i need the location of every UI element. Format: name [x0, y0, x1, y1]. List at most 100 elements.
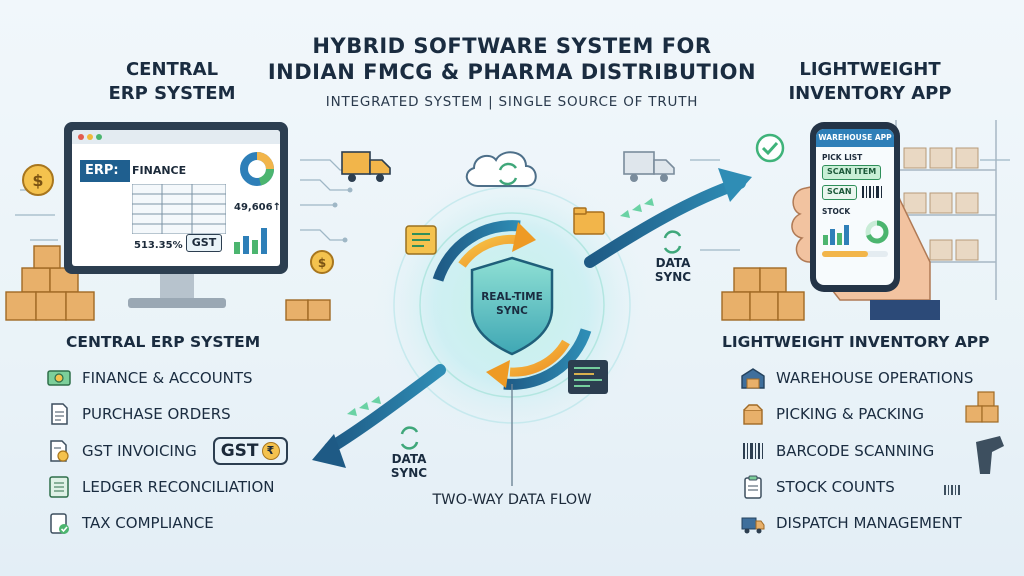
data-sync-label-right: DATA SYNC: [648, 256, 698, 284]
shield-icon: [470, 256, 554, 356]
feature-label: TAX COMPLIANCE: [82, 514, 214, 532]
shield-text-line1: REAL-TIME: [481, 291, 543, 303]
feature-dispatch-management: DISPATCH MANAGEMENT: [740, 509, 962, 537]
main-title-line2: INDIAN FMCG & PHARMA DISTRIBUTION: [267, 60, 757, 84]
window-dot-red: [78, 134, 84, 140]
data-sync-right-line2: SYNC: [654, 270, 692, 284]
arrow-to-app: [584, 177, 746, 268]
shelf-boxes: [903, 147, 979, 261]
left-header-line2: ERP SYSTEM: [108, 83, 236, 104]
feature-label: GST INVOICING: [82, 442, 197, 460]
code-card-icon: [568, 360, 608, 394]
truck-icon-right: [623, 151, 675, 182]
feature-label: FINANCE & ACCOUNTS: [82, 369, 253, 387]
feature-label: PURCHASE ORDERS: [82, 405, 231, 423]
cycle-arrow-bottom-orange: [509, 339, 570, 377]
screen-gst-badge: GST: [186, 234, 222, 252]
gst-badge: GST ₹: [212, 437, 288, 465]
barcode-small-icon: [944, 485, 960, 495]
warehouse-icon: [741, 368, 765, 389]
coin-icon-small: $: [310, 250, 334, 274]
feature-finance-accounts: FINANCE & ACCOUNTS: [46, 364, 253, 392]
truck-icon: [341, 151, 391, 182]
donut-chart-icon: [240, 152, 274, 186]
data-sync-label-left: DATA SYNC: [384, 452, 434, 480]
money-icon: [47, 370, 71, 386]
data-sync-left-line2: SYNC: [390, 466, 428, 480]
scan-button[interactable]: SCAN: [822, 185, 857, 200]
arrow-to-app-head: [718, 168, 752, 202]
feature-label: PICKING & PACKING: [776, 405, 924, 423]
erp-monitor: ERP: FINANCE 49,606↑ 513.35% GST: [64, 122, 288, 274]
left-list-title: CENTRAL ERP SYSTEM: [66, 333, 261, 351]
feature-warehouse-operations: WAREHOUSE OPERATIONS: [740, 364, 973, 392]
phone-screen: WAREHOUSE APP PICK LIST SCAN ITEM SCAN S…: [816, 129, 894, 285]
feature-picking-packing: PICKING & PACKING: [740, 400, 924, 428]
left-header-line1: CENTRAL: [125, 59, 219, 80]
window-dot-yellow: [87, 134, 93, 140]
clipboard-icon: [744, 475, 762, 499]
left-header: CENTRAL ERP SYSTEM: [92, 58, 252, 106]
finance-label: FINANCE: [132, 164, 187, 177]
inventory-phone: WAREHOUSE APP PICK LIST SCAN ITEM SCAN S…: [810, 122, 900, 292]
main-title-line1: HYBRID SOFTWARE SYSTEM FOR: [312, 34, 712, 58]
stock-progress-track: [822, 251, 888, 257]
two-way-flow-label: TWO-WAY DATA FLOW: [432, 492, 592, 508]
barcode-scanner-icon: [976, 436, 1004, 474]
stock-label: STOCK: [822, 207, 851, 216]
right-header: LIGHTWEIGHT INVENTORY APP: [780, 58, 960, 106]
erp-tag: ERP:: [80, 160, 130, 182]
chevrons-upper: [620, 198, 654, 218]
feature-gst-invoicing: GST INVOICING GST ₹: [46, 437, 288, 465]
sync-icon-right: [663, 230, 682, 254]
rupee-coin-icon: ₹: [261, 442, 280, 460]
cycle-arrow-top-orange: [458, 234, 521, 268]
chevrons-lower: [347, 396, 381, 416]
document-icon: [51, 403, 68, 425]
folder-icon: [573, 207, 605, 235]
right-list-title: LIGHTWEIGHT INVENTORY APP: [722, 333, 990, 351]
coin-icon: $: [22, 164, 54, 196]
boxes-icon-right: [721, 267, 805, 321]
boxes-icon-bottom-right: [965, 391, 999, 423]
boxes-icon-center-left: [285, 299, 331, 321]
feature-label: STOCK COUNTS: [776, 478, 895, 496]
cycle-arrow-top-teal: [432, 220, 521, 282]
bar-chart-icon: [234, 228, 267, 254]
cycle-arrow-bottom-head: [486, 360, 510, 388]
circuit-dots-left: [332, 167, 363, 243]
feature-label: WAREHOUSE OPERATIONS: [776, 369, 974, 387]
tax-icon: [50, 513, 69, 534]
stock-donut: [865, 220, 889, 244]
data-sync-left-line1: DATA: [391, 452, 427, 466]
feature-purchase-orders: PURCHASE ORDERS: [46, 400, 231, 428]
right-header-line2: INVENTORY APP: [788, 83, 952, 104]
svg-text:$: $: [32, 171, 43, 190]
feature-barcode-scanning: BARCODE SCANNING: [740, 437, 934, 465]
cycle-arrow-top-head: [512, 222, 536, 252]
svg-text:$: $: [318, 256, 326, 270]
invoice-icon: [50, 440, 69, 462]
feature-label: LEDGER RECONCILIATION: [82, 478, 275, 496]
barcode-icon-phone: [862, 186, 882, 198]
scan-item-button[interactable]: SCAN ITEM: [822, 165, 882, 180]
shield-text-line2: SYNC: [496, 305, 528, 317]
delivery-truck-icon: [741, 517, 765, 534]
cloud-sync-icon: [465, 151, 537, 187]
pick-list-label: PICK LIST: [822, 153, 863, 162]
circuit-lines-right: [690, 159, 1010, 251]
feature-stock-counts: STOCK COUNTS: [740, 473, 895, 501]
erp-screen: ERP: FINANCE 49,606↑ 513.35% GST: [72, 130, 280, 266]
window-dot-green: [96, 134, 102, 140]
right-header-line1: LIGHTWEIGHT: [799, 59, 941, 80]
feature-tax-compliance: TAX COMPLIANCE: [46, 509, 214, 537]
cycle-arrow-bottom-teal: [503, 328, 592, 390]
ledger-icon: [49, 476, 69, 498]
arrow-to-erp: [324, 364, 446, 454]
document-card-icon: [405, 225, 437, 255]
stock-bar-chart: [823, 225, 849, 245]
finance-table: [132, 184, 226, 234]
monitor-stand: [128, 274, 226, 308]
boxes-icon-left: [5, 245, 95, 321]
